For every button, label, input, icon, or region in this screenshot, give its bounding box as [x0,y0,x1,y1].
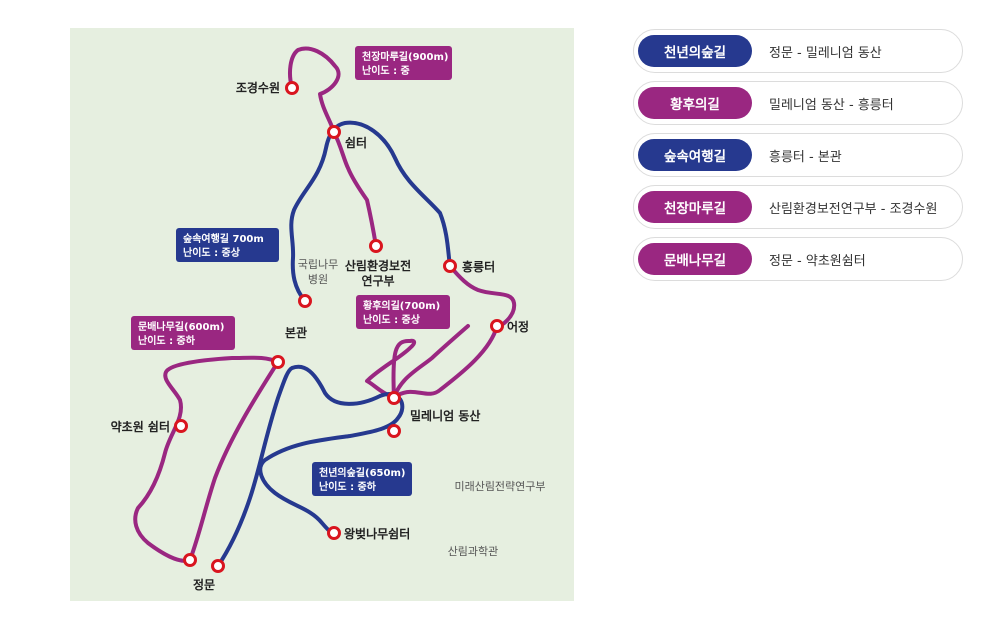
tag-cheonjang: 천장마루길(900m) 난이도 : 중 [355,46,452,80]
marker-jeongmun-left [183,553,197,567]
tag-cheonnyeon: 천년의숲길(650m) 난이도 : 중하 [312,462,412,496]
tag-munbae-line2: 난이도 : 중하 [138,334,196,347]
legend-desc-cheonnyeon: 정문 - 밀레니엄 동산 [769,45,882,61]
legend-desc-munbae: 정문 - 약초원쉼터 [769,253,866,269]
label-millennium: 밀레니엄 동산 [410,408,480,423]
legend-desc-hwanghu: 밀레니엄 동산 - 흥릉터 [769,97,894,113]
trail-legend: 천년의숲길 정문 - 밀레니엄 동산 황후의길 밀레니엄 동산 - 흥릉터 숲속… [633,29,963,289]
marker-millennium [387,391,401,405]
legend-desc-cheonjang: 산림환경보전연구부 - 조경수원 [769,201,938,217]
label-eojeong: 어정 [507,319,529,334]
marker-yakcho [174,419,188,433]
label-sallimgwahak: 산림과학관 [448,545,499,558]
legend-row-hwanghu[interactable]: 황후의길 밀레니엄 동산 - 흥릉터 [633,81,963,125]
legend-pill-supsok[interactable]: 숲속여행길 [638,139,752,171]
legend-pill-cheonnyeon[interactable]: 천년의숲길 [638,35,752,67]
munbae-trail-path [133,355,280,563]
legend-pill-munbae[interactable]: 문배나무길 [638,243,752,275]
marker-munbae-top [271,355,285,369]
marker-eojeong [490,319,504,333]
trail-map-svg: 조경수원 쉼터 산림환경보전 연구부 흥릉터 어정 본관 밀레니엄 동산 약초원… [111,46,546,592]
label-sallim-2: 연구부 [361,273,394,288]
tag-munbae-line1: 문배나무길(600m) [138,320,224,333]
label-gungnip-1: 국립나무 [298,258,338,271]
tag-cheonnyeon-line2: 난이도 : 중하 [319,480,377,493]
label-bongwan: 본관 [285,325,307,340]
tag-cheonnyeon-line1: 천년의숲길(650m) [319,466,405,479]
legend-desc-supsok: 흥릉터 - 본관 [769,149,842,165]
marker-bongwan [298,294,312,308]
tag-munbae: 문배나무길(600m) 난이도 : 중하 [131,316,235,350]
legend-row-cheonjang[interactable]: 천장마루길 산림환경보전연구부 - 조경수원 [633,185,963,229]
marker-heungneung [443,259,457,273]
label-jeongmun: 정문 [193,577,215,592]
marker-millennium-lower [387,424,401,438]
label-heungneung: 흥릉터 [462,259,495,274]
marker-swimteo [327,125,341,139]
tag-cheonjang-line1: 천장마루길(900m) [362,50,448,63]
label-jogyeong: 조경수원 [236,81,280,95]
label-wangbeot: 왕벚나무쉼터 [344,526,410,541]
label-mirae: 미래산림전략연구부 [454,480,545,493]
legend-pill-hwanghu[interactable]: 황후의길 [638,87,752,119]
legend-row-munbae[interactable]: 문배나무길 정문 - 약초원쉼터 [633,237,963,281]
marker-jeongmun-right [211,559,225,573]
marker-jogyeong [285,81,299,95]
tag-hwanghu: 황후의길(700m) 난이도 : 중상 [356,295,450,329]
tag-supsok: 숲속여행길 700m 난이도 : 중상 [176,228,279,262]
trail-map: 조경수원 쉼터 산림환경보전 연구부 흥릉터 어정 본관 밀레니엄 동산 약초원… [70,28,574,601]
legend-pill-cheonjang[interactable]: 천장마루길 [638,191,752,223]
marker-wangbeot [327,526,341,540]
tag-supsok-line1: 숲속여행길 700m [183,232,264,245]
tag-hwanghu-line2: 난이도 : 중상 [363,313,421,326]
cheonjang-trail-path [288,46,378,248]
marker-sallim [369,239,383,253]
label-swimteo: 쉼터 [345,135,367,150]
legend-row-cheonnyeon[interactable]: 천년의숲길 정문 - 밀레니엄 동산 [633,29,963,73]
tag-hwanghu-line1: 황후의길(700m) [363,299,440,312]
label-sallim-1: 산림환경보전 [345,258,411,273]
tag-cheonjang-line2: 난이도 : 중 [362,64,410,77]
legend-row-supsok[interactable]: 숲속여행길 흥릉터 - 본관 [633,133,963,177]
label-yakcho: 약초원 쉼터 [111,419,170,434]
label-gungnip-2: 병원 [308,273,328,286]
tag-supsok-line2: 난이도 : 중상 [183,246,241,259]
